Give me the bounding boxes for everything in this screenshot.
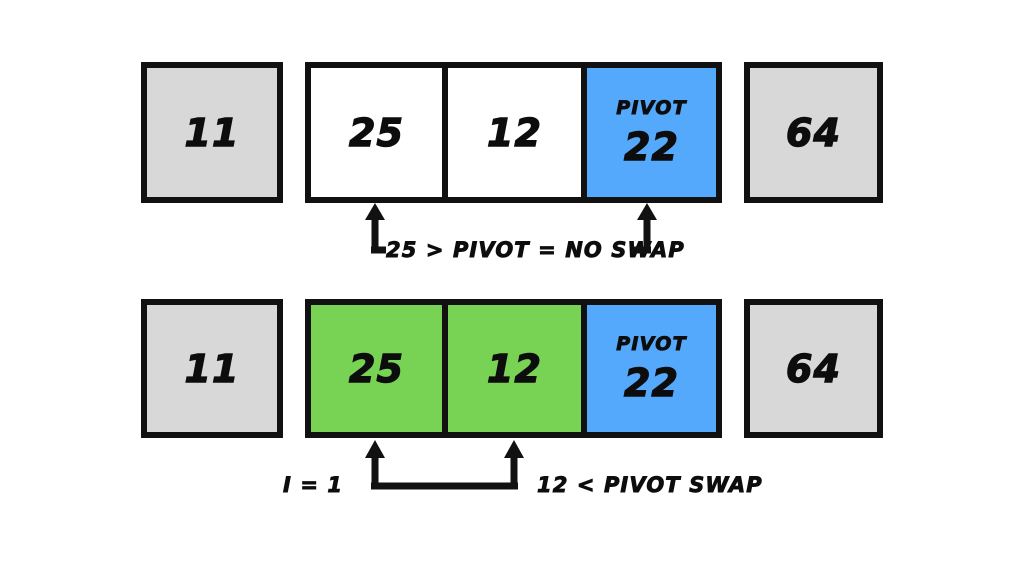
row-1-cell-1: 25 xyxy=(305,62,445,203)
row-2-cell-0: 11 xyxy=(141,299,283,438)
cell-value: 25 xyxy=(348,110,404,155)
cell-value: 11 xyxy=(184,346,240,391)
row-1-cell-3-pivot: PIVOT 22 xyxy=(584,62,722,203)
row-2-annotation-label: 12 < PIVOT SWAP xyxy=(537,473,763,497)
row-1-left-arrow xyxy=(365,203,386,254)
row-2-cell-2: 12 xyxy=(445,299,584,438)
cell-value: 25 xyxy=(348,346,404,391)
row-2-cell-3-pivot: PIVOT 22 xyxy=(584,299,722,438)
cell-value: 22 xyxy=(623,361,679,405)
row-1-cell-4: 64 xyxy=(744,62,883,203)
row-2-cell-1: 25 xyxy=(305,299,445,438)
cell-value: 64 xyxy=(785,346,841,391)
cell-value: 12 xyxy=(486,346,542,391)
cell-value: 64 xyxy=(785,110,841,155)
cell-value: 22 xyxy=(623,125,679,169)
pivot-label: PIVOT xyxy=(616,333,687,355)
row-1-cell-0: 11 xyxy=(141,62,283,203)
cell-value: 11 xyxy=(184,110,240,155)
row-2-cell-4: 64 xyxy=(744,299,883,438)
row-1-annotation-label: 25 > PIVOT = NO SWAP xyxy=(386,238,685,262)
pivot-label: PIVOT xyxy=(616,97,687,119)
row-2-swap-bracket xyxy=(365,440,524,490)
row-1-cell-2: 12 xyxy=(445,62,584,203)
cell-value: 12 xyxy=(486,110,542,155)
row-2-index-label: I = 1 xyxy=(283,473,344,497)
